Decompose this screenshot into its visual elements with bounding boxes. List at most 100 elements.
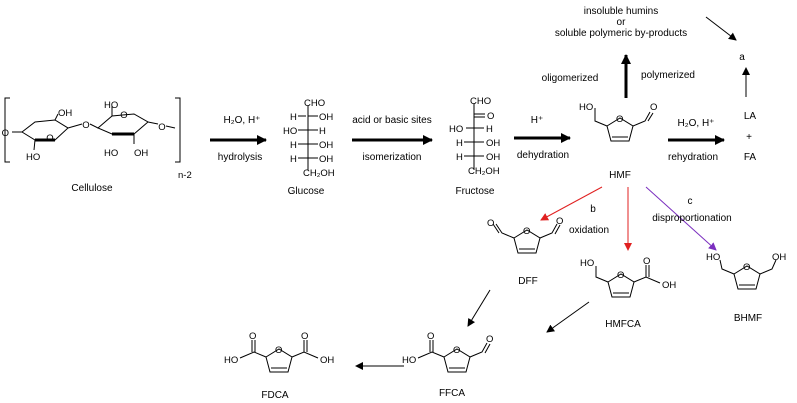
fdca-atom-o: O bbox=[275, 345, 282, 356]
hmfca-atom-ho: HO bbox=[580, 258, 594, 269]
byproducts-line1: insoluble humins bbox=[584, 6, 659, 17]
rehydration-arrow-group: H₂O, H⁺ rehydration LA + FA bbox=[668, 111, 756, 163]
fructose-structure: CHO O HO H H OH H OH CH₂OH Fructose bbox=[449, 96, 500, 197]
glucose-structure: CHO H OH HO H H OH H OH CH₂OH Glucose bbox=[283, 98, 335, 197]
path-c-label: c bbox=[688, 196, 693, 207]
byproducts-line3: soluble polymeric by-products bbox=[555, 28, 687, 39]
fructose-atom-oh: OH bbox=[486, 152, 500, 163]
glucose-atom-oh: OH bbox=[319, 112, 333, 123]
hmfca-label: HMFCA bbox=[605, 319, 641, 330]
rehydration-label: rehydration bbox=[668, 152, 718, 163]
glucose-label: Glucose bbox=[288, 186, 325, 197]
glucose-atom-oh: OH bbox=[319, 140, 333, 151]
hmfca-atom-o: O bbox=[643, 256, 650, 267]
dff-atom-o: O bbox=[556, 216, 563, 227]
fructose-atom-ho: HO bbox=[449, 124, 463, 135]
polymerized-label: polymerized bbox=[641, 70, 695, 81]
dehydration-label: dehydration bbox=[517, 150, 569, 161]
hmf-label: HMF bbox=[609, 170, 631, 181]
bhmf-atom-o: O bbox=[743, 262, 750, 273]
la-label: LA bbox=[744, 111, 757, 122]
fructose-atom-h: H bbox=[486, 124, 493, 135]
plus-sign: + bbox=[746, 132, 752, 143]
path-a-arrows: a bbox=[705, 16, 750, 97]
hmfca-atom-oh: OH bbox=[662, 280, 676, 291]
polymerization-arrow-group: oligomerized polymerized insoluble humin… bbox=[542, 6, 695, 98]
fdca-label: FDCA bbox=[261, 390, 289, 401]
fdca-atom-o: O bbox=[249, 331, 256, 342]
bhmf-atom-oh: OH bbox=[772, 252, 786, 263]
fa-label: FA bbox=[744, 152, 757, 163]
hydrolysis-arrow-group: H₂O, H⁺ hydrolysis bbox=[210, 115, 267, 163]
hydrolysis-label: hydrolysis bbox=[218, 152, 262, 163]
glucose-atom-ho: HO bbox=[283, 126, 297, 137]
glucose-atom-h: H bbox=[319, 126, 326, 137]
hmfca-structure: HO O O OH HMFCA bbox=[580, 256, 676, 330]
bhmf-label: BHMF bbox=[734, 313, 762, 324]
fdca-atom-o: O bbox=[301, 331, 308, 342]
cellulose-structure: O O OH HO O HO O HO OH O n-2 Cellulose bbox=[2, 97, 192, 194]
hmf-branch-arrows: b oxidation c disproportionation bbox=[540, 186, 732, 251]
disproportionation-label: disproportionation bbox=[652, 213, 732, 224]
fructose-atom-oh: OH bbox=[486, 138, 500, 149]
cellulose-label: Cellulose bbox=[71, 183, 113, 194]
glucose-atom-h: H bbox=[290, 112, 297, 123]
path-b-label: b bbox=[590, 204, 596, 215]
ffca-atom-o: O bbox=[486, 334, 493, 345]
ffca-atom-o: O bbox=[453, 345, 460, 356]
path-a-label: a bbox=[739, 52, 745, 63]
oligomerized-label: oligomerized bbox=[542, 73, 599, 84]
dff-atom-o: O bbox=[523, 226, 530, 237]
cellulose-atom-ho: HO bbox=[104, 100, 118, 111]
hydrolysis-reagents: H₂O, H⁺ bbox=[224, 115, 261, 126]
byproducts-line2: or bbox=[617, 17, 627, 28]
isomerization-label: isomerization bbox=[363, 152, 422, 163]
cellulose-atom-o: O bbox=[120, 110, 127, 121]
dff-atom-o: O bbox=[487, 218, 494, 229]
glucose-atom-ch2oh: CH₂OH bbox=[303, 168, 335, 179]
hmfca-atom-o: O bbox=[617, 270, 624, 281]
fdca-atom-ho: HO bbox=[224, 355, 238, 366]
ffca-atom-o: O bbox=[427, 331, 434, 342]
hmf-atom-o: O bbox=[616, 114, 623, 125]
cellulose-atom-ho: HO bbox=[104, 148, 118, 159]
ffca-structure: HO O O O FFCA bbox=[402, 331, 493, 399]
rehydration-reagents: H₂O, H⁺ bbox=[678, 118, 715, 129]
glucose-atom-oh: OH bbox=[319, 154, 333, 165]
oxidation-label: oxidation bbox=[569, 225, 609, 236]
cellulose-subscript-n: n-2 bbox=[178, 170, 192, 181]
fructose-atom-o: O bbox=[487, 111, 494, 122]
bhmf-atom-ho: HO bbox=[706, 252, 720, 263]
fructose-atom-h: H bbox=[456, 152, 463, 163]
dff-structure: O O O DFF bbox=[487, 216, 563, 287]
glucose-atom-cho: CHO bbox=[304, 98, 325, 109]
ffca-label: FFCA bbox=[439, 388, 465, 399]
dehydration-arrow-group: H⁺ dehydration bbox=[514, 115, 571, 161]
cellulose-atom-o: O bbox=[2, 128, 9, 139]
cellulose-atom-o: O bbox=[46, 133, 53, 144]
dehydration-reagent: H⁺ bbox=[531, 115, 544, 126]
fdca-structure: HO O O O OH FDCA bbox=[224, 331, 334, 401]
fructose-label: Fructose bbox=[456, 186, 495, 197]
cellulose-atom-oh: OH bbox=[134, 148, 148, 159]
glucose-atom-h: H bbox=[290, 154, 297, 165]
fructose-atom-h: H bbox=[456, 138, 463, 149]
cellulose-atom-o: O bbox=[82, 120, 89, 131]
cellulose-atom-ho: HO bbox=[26, 152, 40, 163]
isomerization-arrow-group: acid or basic sites isomerization bbox=[352, 115, 433, 163]
ffca-formation-arrows bbox=[467, 289, 590, 333]
cellulose-atom-oh: OH bbox=[58, 108, 72, 119]
dff-label: DFF bbox=[518, 276, 537, 287]
cellulose-atom-o: O bbox=[158, 122, 165, 133]
hmf-atom-o: O bbox=[650, 102, 657, 113]
bhmf-structure: HO O OH BHMF bbox=[706, 252, 786, 324]
hmf-atom-ho: HO bbox=[579, 102, 593, 113]
glucose-atom-h: H bbox=[290, 140, 297, 151]
ffca-atom-ho: HO bbox=[402, 355, 416, 366]
fdca-atom-oh: OH bbox=[320, 355, 334, 366]
hmf-structure: HO O O HMF bbox=[579, 102, 657, 181]
fructose-atom-cho: CHO bbox=[470, 96, 491, 107]
fructose-atom-ch2oh: CH₂OH bbox=[468, 166, 500, 177]
isomerization-reagents: acid or basic sites bbox=[352, 115, 431, 126]
